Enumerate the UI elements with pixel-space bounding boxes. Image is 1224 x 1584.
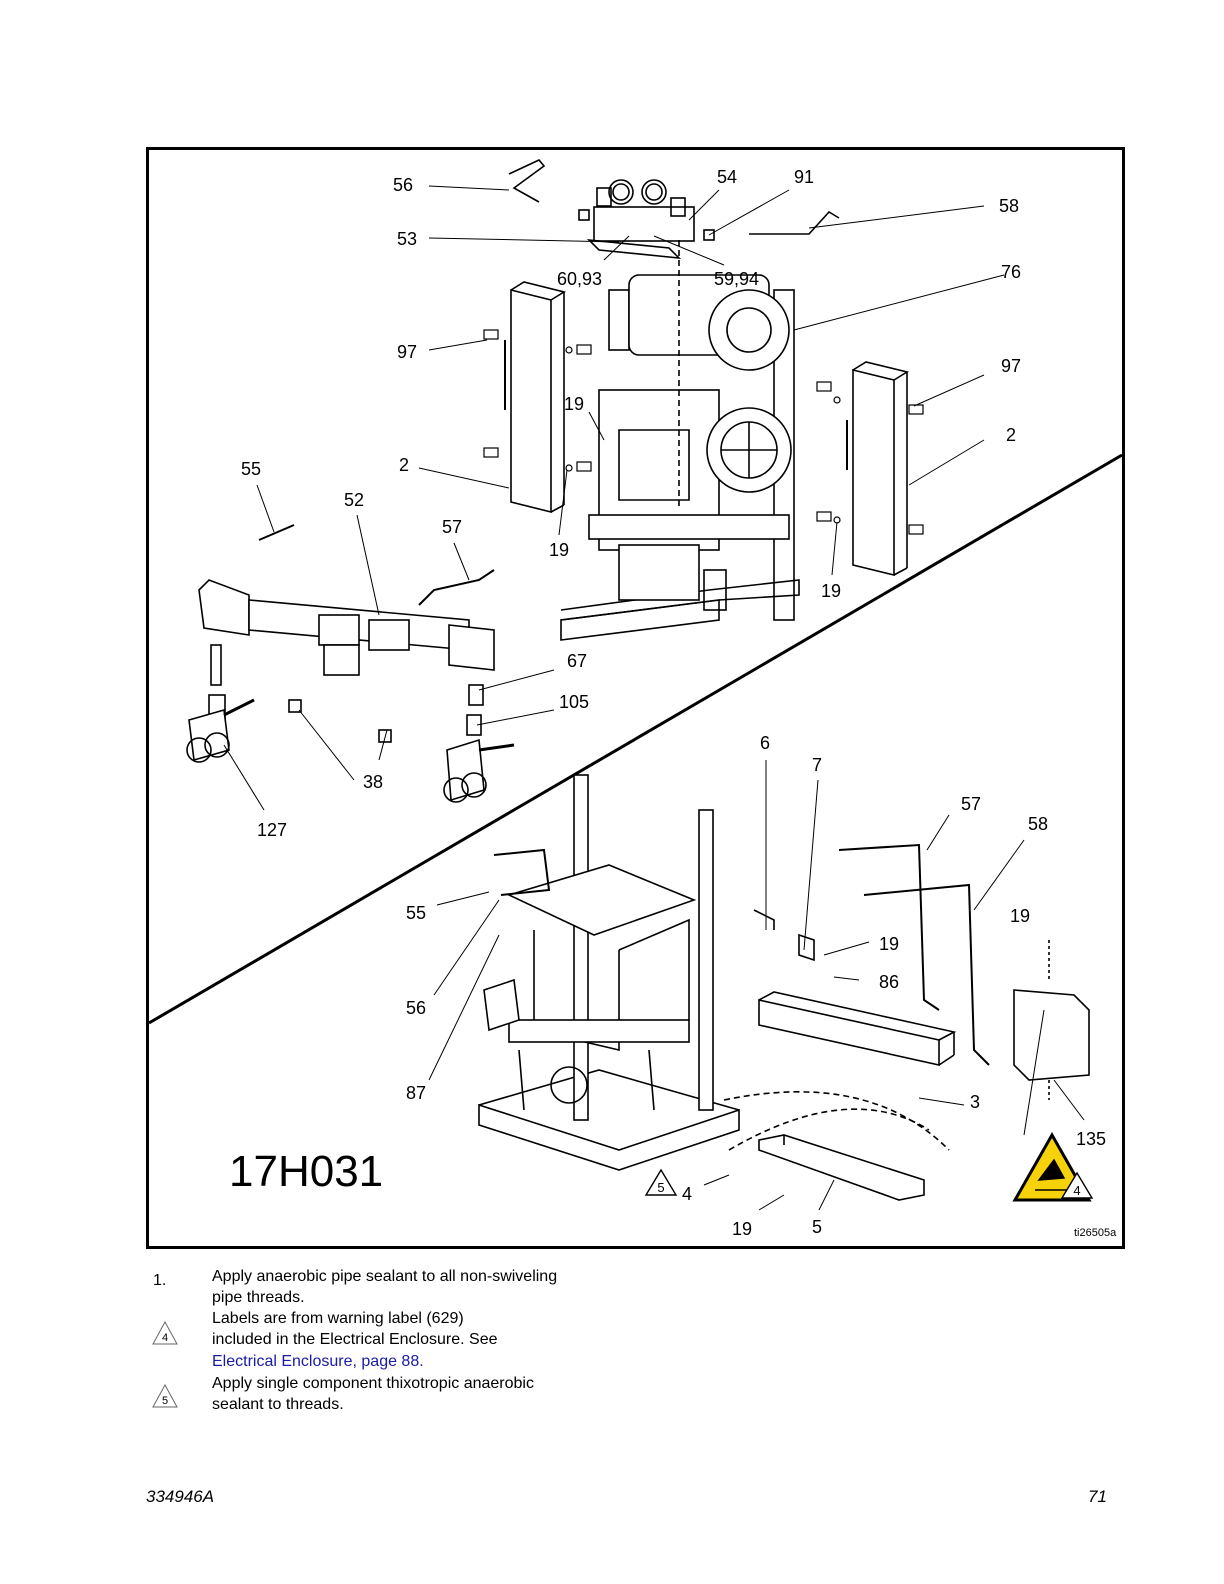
callout-19: 19 [549,540,570,560]
callout-19: 19 [732,1219,753,1239]
callout-7: 7 [812,755,823,775]
proportioner-pumps [186,524,515,803]
leader-lines [223,185,1085,1211]
callout-86: 86 [879,972,900,992]
callout-55: 55 [406,903,427,923]
callout-97: 97 [397,342,418,362]
callout-54: 54 [717,167,738,187]
note-5-line-1: Apply single component thixotropic anaer… [212,1375,534,1392]
svg-text:5: 5 [162,1395,168,1407]
note-4-triangle-callout [1060,1171,1094,1199]
callout-2: 2 [1006,425,1017,445]
callout-19: 19 [821,581,842,601]
callout-2: 2 [399,455,410,475]
callout-56: 56 [406,998,427,1018]
electrical-enclosure-link[interactable]: Electrical Enclosure, page 88. [212,1353,424,1370]
note-4-triangle-icon: 4 [152,1321,178,1345]
note-5-triangle-callout [644,1168,678,1196]
triangle-label-5: 5 [657,1180,664,1195]
document-number: 334946A [146,1487,215,1506]
callout-60-93: 60,93 [557,269,603,289]
mounting-bracket [723,1091,950,1201]
callout-55: 55 [241,459,262,479]
exploded-parts-diagram: 5 4 56 54 91 58 53 60,93 59,94 76 97 97 … [146,147,1125,1249]
pump-frame-lower [478,774,740,1171]
image-reference-id: ti26505a [1074,1227,1117,1239]
callout-58: 58 [999,196,1020,216]
callout-58: 58 [1028,814,1049,834]
heater-right [846,361,910,577]
callout-57: 57 [442,517,463,537]
callout-127: 127 [257,820,288,840]
note-5-line-2: sealant to threads. [212,1396,344,1413]
note-1-line-2: pipe threads. [212,1289,305,1306]
callout-56: 56 [393,175,414,195]
callout-105: 105 [559,692,590,712]
diagram-artwork: 5 4 [149,159,1122,1211]
note-4-line-1: Labels are from warning label (629) [212,1310,464,1327]
callout-97: 97 [1001,356,1022,376]
note-1-marker: 1. [153,1272,167,1289]
callout-52: 52 [344,490,365,510]
callout-53: 53 [397,229,418,249]
callout-5: 5 [812,1217,823,1237]
callout-57: 57 [961,794,982,814]
note-5-triangle-icon: 5 [152,1384,178,1408]
electrical-enclosure-cover [1013,940,1090,1100]
callout-6: 6 [760,733,771,753]
svg-text:4: 4 [162,1332,168,1344]
callout-135: 135 [1076,1129,1107,1149]
triangle-label-4: 4 [1073,1183,1080,1198]
model-number-label: 17H031 [229,1147,384,1196]
callout-19: 19 [1010,906,1031,926]
pump-frame-upper [560,240,800,641]
note-4-line-2: included in the Electrical Enclosure. Se… [212,1331,498,1348]
callout-67: 67 [567,651,588,671]
callout-59-94: 59,94 [714,269,760,289]
gauge-manifold [508,159,840,242]
fasteners-top [483,329,924,535]
callout-38: 38 [363,772,384,792]
callout-19: 19 [564,394,585,414]
callout-87: 87 [406,1083,427,1103]
callout-19: 19 [879,934,900,954]
callout-91: 91 [794,167,815,187]
note-1-line-1: Apply anaerobic pipe sealant to all non-… [212,1268,558,1285]
callout-76: 76 [1001,262,1022,282]
page-number: 71 [1088,1487,1107,1506]
heater-left [504,281,567,514]
callout-4: 4 [682,1184,693,1204]
callout-3: 3 [970,1092,981,1112]
lower-heater [753,843,990,1066]
